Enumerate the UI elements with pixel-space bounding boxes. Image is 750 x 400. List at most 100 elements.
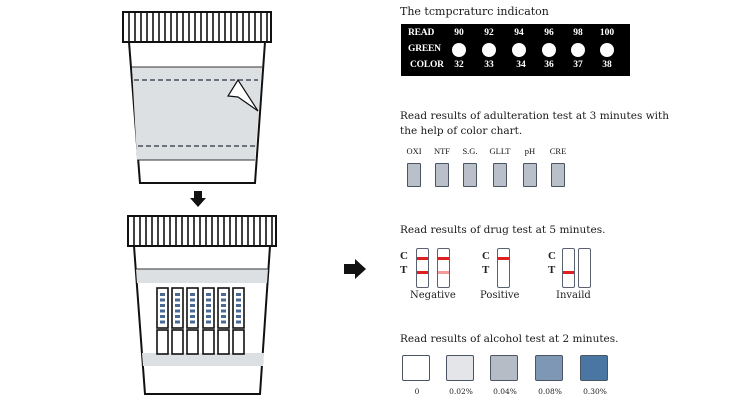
row-label-read: READ — [408, 28, 435, 38]
indicator-dot — [482, 43, 496, 57]
strip-marking — [175, 298, 180, 302]
alcohol-color-pad — [535, 355, 563, 381]
down-arrow-icon — [190, 191, 206, 207]
strip-marking — [206, 304, 211, 307]
strip-marking — [190, 304, 195, 307]
collection-cup-opened — [127, 215, 277, 395]
strip-marking — [190, 293, 195, 296]
strip-marking — [190, 320, 195, 324]
strip-marking — [221, 293, 226, 296]
alcohol-level-label: 0.30% — [583, 387, 607, 396]
fahrenheit-value: 92 — [484, 28, 494, 38]
adulteration-caption-line2: the help of color chart. — [400, 125, 523, 137]
celsius-value: 38 — [602, 60, 612, 70]
alcohol-color-pad — [490, 355, 518, 381]
control-line — [498, 257, 509, 260]
strip-marking — [190, 309, 195, 313]
strip-marking — [221, 304, 226, 307]
drug-test-caption: Read results of drug test at 5 minutes. — [400, 224, 606, 236]
peel-corner — [226, 78, 259, 112]
celsius-value: 33 — [484, 60, 494, 70]
adulteration-label-oxi: OXI — [406, 146, 422, 156]
result-label-positive: Positive — [480, 290, 520, 301]
drug-test-strip — [156, 287, 169, 329]
indicator-dot — [600, 43, 614, 57]
adulteration-label-ntf: NTF — [433, 146, 451, 156]
indicator-dot — [512, 43, 526, 57]
label-band-bottom — [142, 353, 264, 366]
strip-marking — [160, 304, 165, 307]
strip-window — [171, 329, 184, 355]
strip-marking — [175, 304, 180, 307]
strip-window — [186, 329, 199, 355]
cup-label — [132, 67, 262, 160]
celsius-value: 36 — [544, 60, 554, 70]
strip-marking — [221, 315, 226, 318]
alcohol-color-pad — [402, 355, 430, 381]
test-line — [417, 271, 428, 274]
t-label: T — [400, 264, 408, 276]
result-label-negative: Negative — [410, 290, 456, 301]
c-label: C — [548, 250, 556, 262]
lid-ridges — [128, 12, 268, 42]
adulteration-pad — [493, 163, 507, 187]
strip-marking — [206, 298, 211, 302]
strip-marking — [175, 320, 180, 324]
result-label-invaild: Invaild — [556, 290, 591, 301]
strip-marking — [236, 320, 241, 324]
alcohol-level-label: 0 — [414, 387, 420, 396]
alcohol-level-label: 0.08% — [538, 387, 562, 396]
strip-marking — [206, 309, 211, 313]
strip-marking — [160, 293, 165, 296]
strip-marking — [236, 298, 241, 302]
adulteration-label-gllt: GLLT — [489, 146, 511, 156]
adulteration-pad — [407, 163, 421, 187]
adulteration-pad — [551, 163, 565, 187]
drug-test-strip — [217, 287, 230, 329]
adulteration-pad — [463, 163, 477, 187]
fahrenheit-value: 100 — [599, 28, 615, 38]
strip-marking — [206, 315, 211, 318]
indicator-dot — [571, 43, 585, 57]
adulteration-pad — [435, 163, 449, 187]
control-line — [438, 257, 449, 260]
celsius-value: 34 — [516, 60, 526, 70]
test-cassette-strip — [562, 248, 575, 288]
test-line — [563, 271, 574, 274]
strip-marking — [221, 309, 226, 313]
test-strip-panel — [156, 287, 245, 355]
cup-body — [132, 245, 272, 395]
fahrenheit-value: 96 — [544, 28, 554, 38]
strip-marking — [236, 304, 241, 307]
alcohol-caption: Read results of alcohol test at 2 minute… — [400, 333, 619, 345]
right-arrow-icon — [344, 259, 366, 279]
test-cassette-strip — [497, 248, 510, 288]
strip-window — [232, 329, 245, 355]
fahrenheit-value: 94 — [514, 28, 524, 38]
strip-marking — [160, 298, 165, 302]
strip-window — [217, 329, 230, 355]
strip-marking — [160, 309, 165, 313]
adulteration-label-cre: CRE — [549, 146, 567, 156]
strip-window — [156, 329, 169, 355]
celsius-value: 32 — [454, 60, 464, 70]
t-label: T — [548, 264, 556, 276]
strip-marking — [236, 315, 241, 318]
indicator-dot — [452, 43, 466, 57]
test-cassette-strip — [578, 248, 591, 288]
strip-marking — [190, 298, 195, 302]
row-label-color: COLOR — [410, 60, 444, 70]
strip-window — [202, 329, 215, 355]
alcohol-level-label: 0.02% — [449, 387, 473, 396]
strip-marking — [175, 315, 180, 318]
strip-marking — [236, 309, 241, 313]
strip-marking — [160, 315, 165, 318]
adulteration-pad — [523, 163, 537, 187]
test-line — [438, 271, 449, 274]
t-label: T — [482, 264, 490, 276]
temperature-title: The tcmpcraturc indicaton — [400, 5, 549, 18]
collection-cup-sealed — [122, 11, 272, 184]
strip-marking — [175, 293, 180, 296]
fahrenheit-value: 90 — [454, 28, 464, 38]
